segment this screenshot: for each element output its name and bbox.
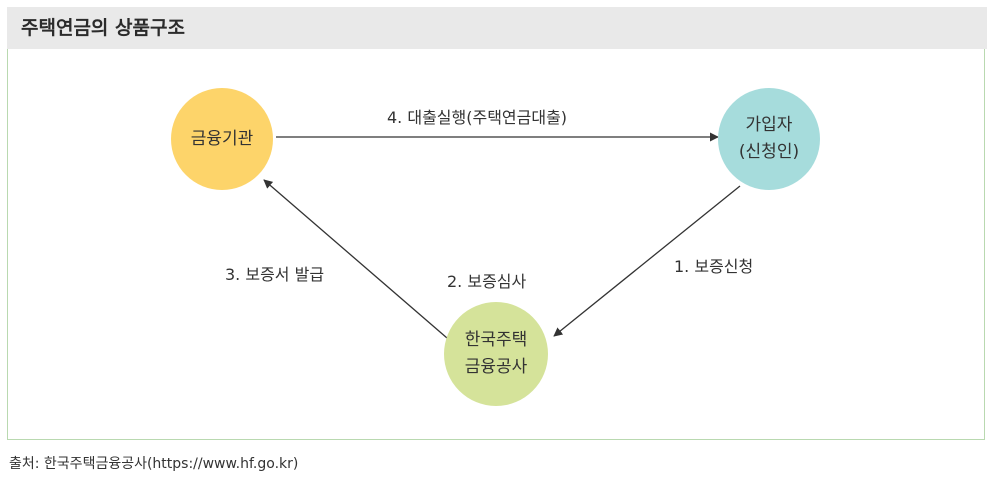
edge-label-step1: 1. 보증신청 (674, 257, 754, 276)
diagram-title: 주택연금의 상품구조 (21, 17, 185, 39)
arrow-hf-to-bank (263, 179, 448, 339)
node-subscriber: 가입자 (신청인) (718, 88, 820, 190)
diagram-frame (7, 49, 985, 440)
edge-label-step4: 4. 대출실행(주택연금대출) (387, 108, 568, 127)
node-housing-finance-corp-label-line2: 금융공사 (464, 357, 528, 377)
edge-label-step3: 3. 보증서 발급 (225, 265, 325, 284)
node-housing-finance-corp-label-line1: 한국주택 (464, 330, 528, 350)
edge-label-step2: 2. 보증심사 (447, 272, 527, 291)
arrow-subscriber-to-hf (553, 185, 741, 337)
node-subscriber-label-line1: 가입자 (745, 115, 793, 135)
node-financial-institution: 금융기관 (171, 88, 273, 190)
node-housing-finance-corp: 한국주택 금융공사 (444, 302, 548, 406)
node-subscriber-label-line2: (신청인) (738, 142, 800, 162)
node-financial-institution-label: 금융기관 (190, 128, 254, 149)
title-bar: 주택연금의 상품구조 (7, 7, 987, 49)
source-caption: 출처: 한국주택금융공사(https://www.hf.go.kr) (9, 456, 299, 472)
